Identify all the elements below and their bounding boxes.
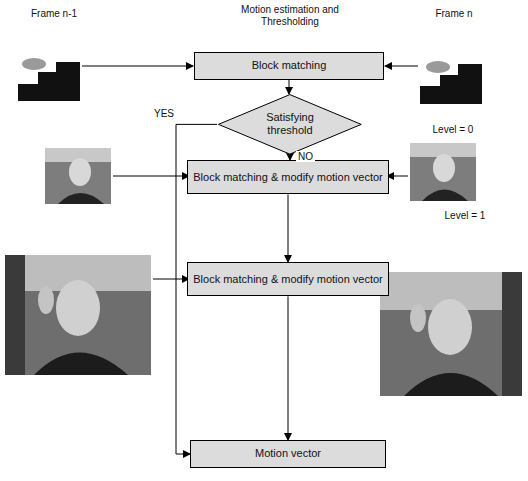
face	[428, 299, 472, 355]
frame-ground	[410, 143, 476, 201]
body	[404, 373, 498, 396]
flow-arrow	[288, 194, 289, 262]
node-text: Block matching	[248, 59, 331, 72]
node-text: Block matching & modify motion vector	[189, 273, 387, 286]
column-heading: Frame n	[414, 8, 494, 20]
small-frame	[18, 55, 80, 101]
face	[69, 158, 91, 186]
small-frame	[420, 58, 482, 104]
input-arrow	[385, 66, 418, 67]
output-box: Motion vector	[190, 440, 386, 468]
flow-arrow	[288, 296, 289, 440]
medium-frame	[45, 148, 111, 204]
body	[58, 193, 104, 204]
face	[433, 154, 455, 182]
door-frame	[502, 272, 522, 396]
input-arrow	[153, 279, 189, 280]
diamond-shape	[219, 95, 362, 155]
cloud	[426, 61, 450, 73]
column-heading: Motion estimation and Thresholding	[230, 4, 350, 28]
frame-ground	[380, 272, 522, 396]
medium-frame	[410, 143, 476, 201]
door-frame	[5, 255, 25, 375]
level-label: Level = 1	[430, 210, 500, 222]
hand	[410, 304, 426, 332]
hand	[38, 286, 54, 314]
frame-ground	[5, 255, 151, 375]
input-arrow	[387, 176, 408, 177]
frame-ground	[45, 148, 111, 204]
edge-label: NO	[296, 151, 315, 162]
node-text: Satisfying threshold	[254, 111, 326, 137]
cloud	[22, 58, 46, 70]
process-box: Block matching	[194, 52, 384, 80]
frame-ground	[420, 58, 482, 104]
column-heading: Frame n-1	[14, 8, 94, 20]
node-text: Motion vector	[251, 447, 325, 460]
process-box: Block matching & modify motion vector	[187, 262, 389, 296]
node-text: Block matching & modify motion vector	[189, 171, 387, 184]
level-label: Level = 0	[418, 124, 488, 136]
body	[34, 353, 128, 376]
decision-diamond: Satisfying threshold	[217, 94, 363, 155]
input-arrow	[113, 176, 189, 177]
large-frame	[380, 272, 522, 396]
input-arrow	[82, 66, 193, 67]
flow-arrow	[289, 80, 290, 94]
edge-label: YES	[152, 108, 176, 119]
process-box: Block matching & modify motion vector	[187, 160, 389, 194]
body	[422, 190, 468, 202]
large-frame	[5, 255, 151, 375]
face	[56, 280, 100, 336]
building	[420, 64, 482, 104]
frame-ground	[18, 55, 80, 101]
building	[18, 62, 80, 101]
